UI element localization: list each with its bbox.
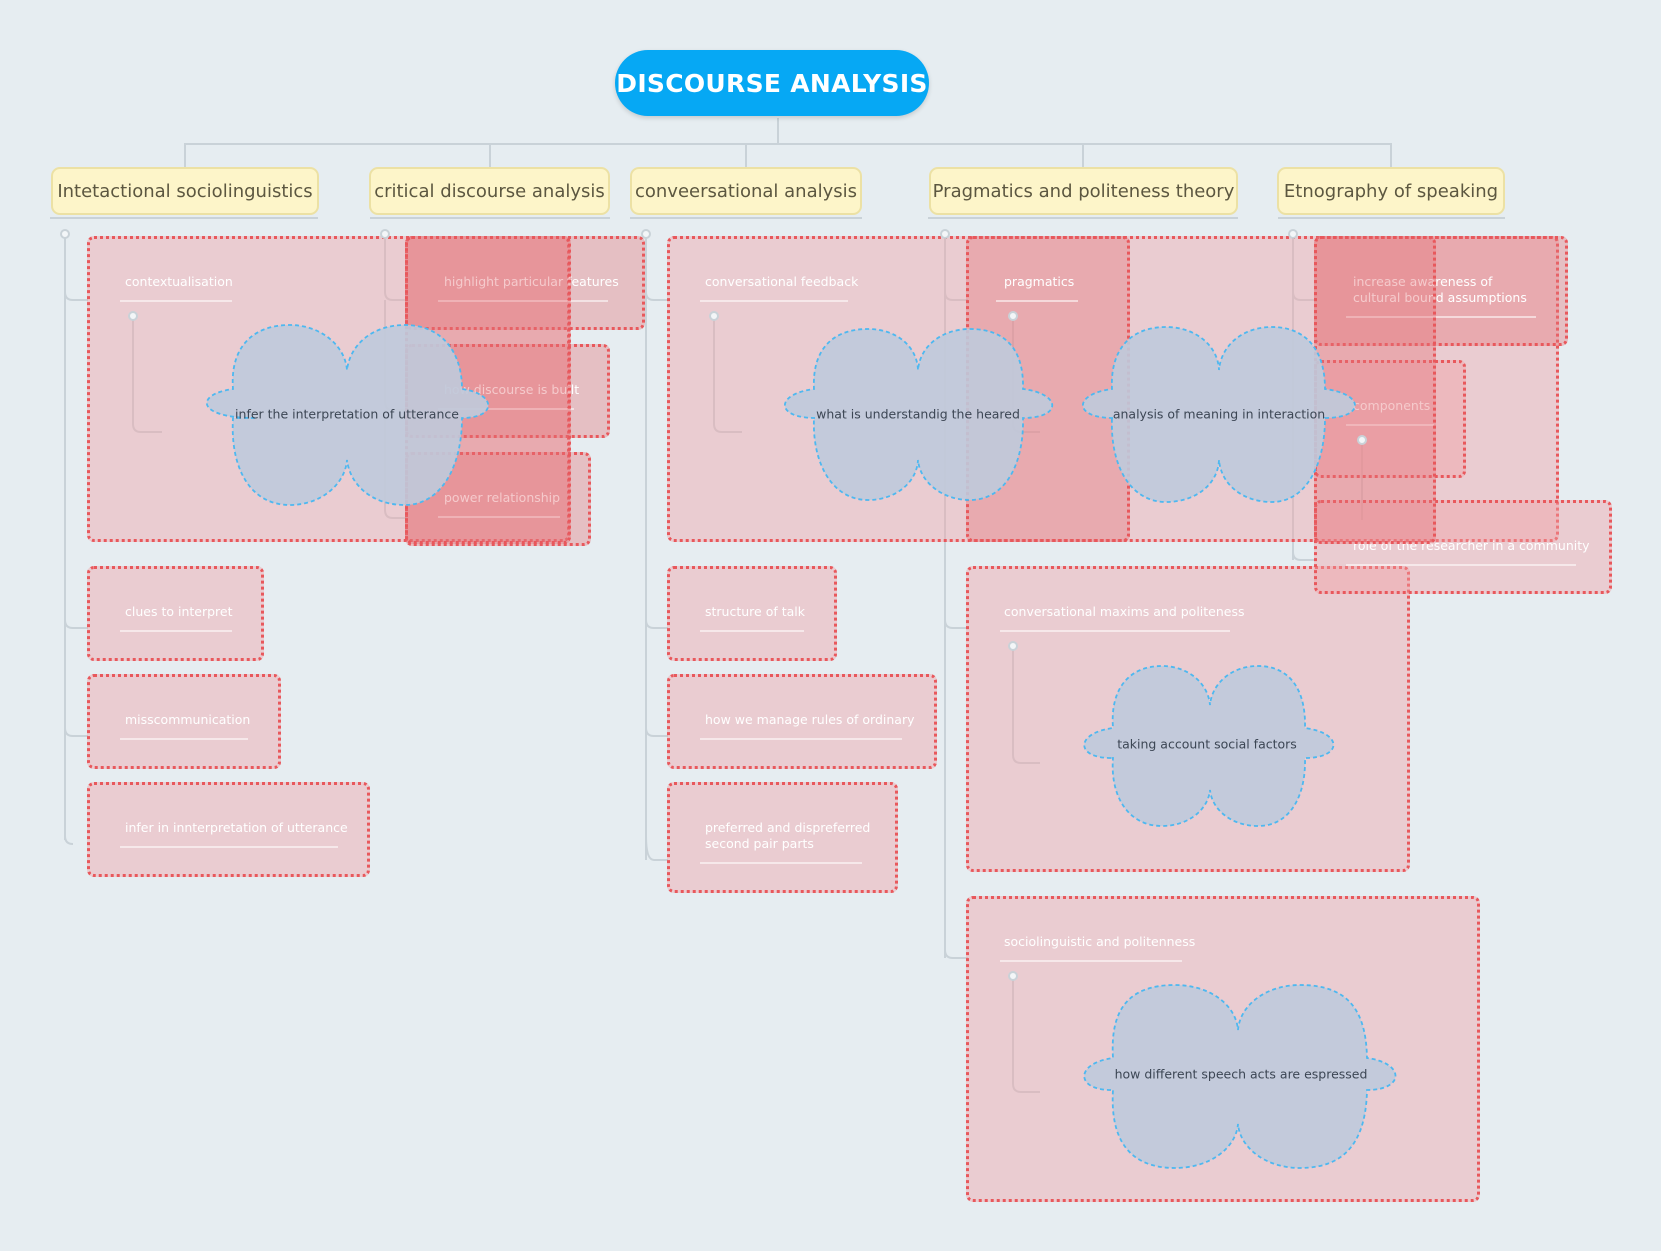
collapse-toggle[interactable]: [1008, 311, 1018, 321]
topic-pragmatics-politeness[interactable]: Pragmatics and politeness theory: [929, 167, 1238, 215]
node-underline: [700, 738, 902, 740]
node-label: misscommunication: [125, 712, 251, 727]
node-label: conversational maxims and politeness: [1004, 604, 1245, 619]
node-underline: [120, 300, 232, 302]
node-underline: [1346, 316, 1536, 318]
collapse-toggle[interactable]: [1008, 641, 1018, 651]
node-label: contextualisation: [125, 274, 233, 289]
topic-interactional-sociolinguistics[interactable]: Intetactional sociolinguistics: [51, 167, 319, 215]
node-label: power relationship: [444, 490, 561, 505]
node-underline: [1346, 564, 1576, 566]
node-preferred-dispreferred[interactable]: [667, 782, 898, 893]
collapse-toggle[interactable]: [1008, 971, 1018, 981]
collapse-toggle[interactable]: [641, 229, 651, 239]
collapse-toggle[interactable]: [1357, 435, 1367, 445]
node-role-of-researcher[interactable]: [1314, 500, 1612, 594]
cloud-label: infer the interpretation of utterance: [235, 406, 459, 422]
collapse-toggle[interactable]: [128, 311, 138, 321]
node-label: conversational feedback: [705, 274, 859, 289]
node-underline: [1000, 630, 1230, 632]
node-structure-of-talk[interactable]: [667, 566, 837, 661]
node-label: structure of talk: [705, 604, 805, 619]
node-underline: [1000, 960, 1182, 962]
node-underline: [438, 408, 574, 410]
node-label: preferred and dispreferred second pair p…: [705, 820, 871, 851]
node-label: increase awareness of cultural bound ass…: [1353, 274, 1527, 305]
node-manage-rules[interactable]: [667, 674, 937, 769]
collapse-toggle[interactable]: [60, 229, 70, 239]
node-increase-awareness[interactable]: [1314, 236, 1568, 346]
node-underline: [438, 300, 608, 302]
cloud-label: analysis of meaning in interaction: [1112, 406, 1326, 422]
node-label: pragmatics: [1004, 274, 1075, 289]
node-underline: [120, 738, 248, 740]
root-node[interactable]: DISCOURSE ANALYSIS: [615, 50, 929, 116]
cloud-label: what is understandig the heared: [816, 406, 1020, 422]
collapse-toggle[interactable]: [709, 311, 719, 321]
node-misscommunication[interactable]: [87, 674, 281, 769]
node-label: components: [1353, 398, 1431, 413]
node-underline: [438, 516, 560, 518]
node-infer-in-interpretation[interactable]: [87, 782, 370, 877]
node-power-relationship[interactable]: [405, 452, 591, 546]
node-underline: [1346, 424, 1434, 426]
topic-ethnography-of-speaking[interactable]: Etnography of speaking: [1277, 167, 1505, 215]
cloud-label: taking account social factors: [1117, 736, 1297, 752]
cloud-shape: [1083, 984, 1397, 1169]
cloud-shape: [1083, 665, 1335, 827]
node-label: clues to interpret: [125, 604, 233, 619]
cloud-shape: [784, 328, 1053, 501]
node-underline: [120, 846, 338, 848]
topic-conversational-analysis[interactable]: conveersational analysis: [630, 167, 862, 215]
node-underline: [700, 300, 848, 302]
node-label: sociolinguistic and politenness: [1004, 934, 1196, 949]
collapse-toggle[interactable]: [380, 229, 390, 239]
node-label: infer in innterpretation of utterance: [125, 820, 348, 835]
node-underline: [996, 300, 1078, 302]
collapse-toggle[interactable]: [940, 229, 950, 239]
node-components[interactable]: [1314, 360, 1466, 478]
node-label: how we manage rules of ordinary: [705, 712, 915, 727]
collapse-toggle[interactable]: [1288, 229, 1298, 239]
node-label: highlight particular features: [444, 274, 619, 289]
cloud-shape: [1082, 326, 1356, 503]
node-underline: [700, 630, 804, 632]
node-clues-to-interpret[interactable]: [87, 566, 264, 661]
topic-critical-discourse-analysis[interactable]: critical discourse analysis: [369, 167, 610, 215]
cloud-shape: [205, 324, 490, 506]
node-underline: [700, 862, 862, 864]
node-underline: [120, 630, 232, 632]
cloud-label: how different speech acts are espressed: [1114, 1066, 1368, 1082]
